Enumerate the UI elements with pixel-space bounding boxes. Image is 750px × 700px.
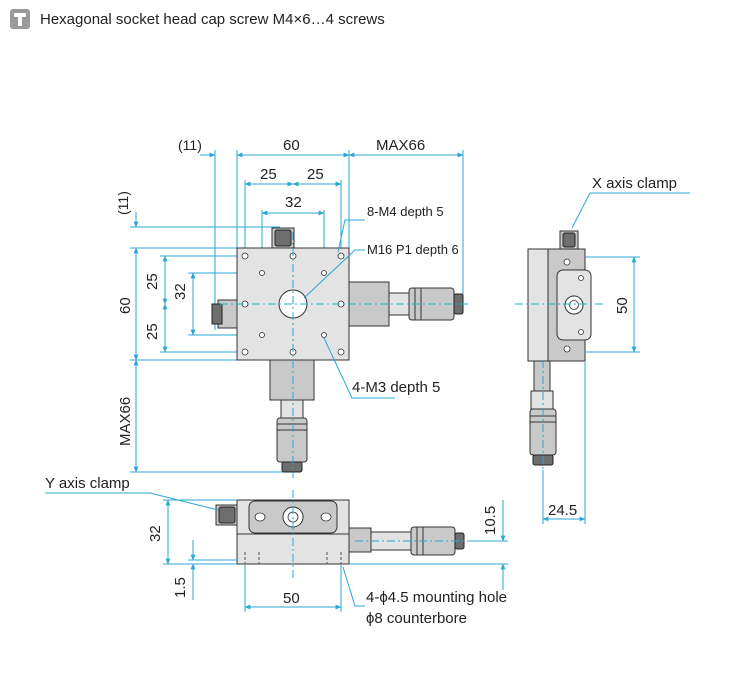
front-view — [45, 490, 508, 612]
callout-x-clamp: X axis clamp — [592, 175, 677, 192]
callout-labels: 8-M4 depth 5 M16 P1 depth 6 4-M3 depth 5… — [45, 175, 677, 627]
callout-mount-1: 4-ϕ4.5 mounting hole — [366, 589, 507, 606]
dim-left-25a: 25 — [144, 273, 161, 290]
dim-top-25a: 25 — [260, 166, 277, 183]
dim-side-24-5: 24.5 — [548, 502, 577, 519]
screw-icon — [10, 9, 30, 29]
dim-top-max66: MAX66 — [376, 137, 425, 154]
dimension-labels: (11) 60 MAX66 25 25 32 (11) 25 32 60 25 … — [115, 137, 631, 607]
dim-front-10-5: 10.5 — [482, 506, 499, 535]
side-view — [515, 192, 690, 524]
dim-front-1-5: 1.5 — [172, 577, 189, 598]
dim-front-32: 32 — [147, 525, 164, 542]
callout-m3: 4-M3 depth 5 — [352, 379, 440, 396]
dim-side-50: 50 — [614, 297, 631, 314]
dim-top-25b: 25 — [307, 166, 324, 183]
callout-mount-2: ϕ8 counterbore — [366, 610, 467, 627]
dim-left-32: 32 — [172, 283, 189, 300]
callout-y-clamp: Y axis clamp — [45, 475, 130, 492]
dim-top-32: 32 — [285, 194, 302, 211]
dim-top-11: (11) — [178, 137, 202, 153]
dim-left-11: (11) — [115, 191, 131, 215]
dim-left-max66: MAX66 — [117, 397, 134, 446]
dim-top-60: 60 — [283, 137, 300, 154]
dim-left-60: 60 — [117, 297, 134, 314]
callout-m4: 8-M4 depth 5 — [367, 204, 444, 219]
dim-front-50: 50 — [283, 590, 300, 607]
header-text: Hexagonal socket head cap screw M4×6…4 s… — [40, 10, 385, 28]
callout-m16: M16 P1 depth 6 — [367, 242, 459, 257]
dim-left-25b: 25 — [144, 323, 161, 340]
header: Hexagonal socket head cap screw M4×6…4 s… — [10, 8, 385, 30]
top-view — [130, 150, 470, 478]
